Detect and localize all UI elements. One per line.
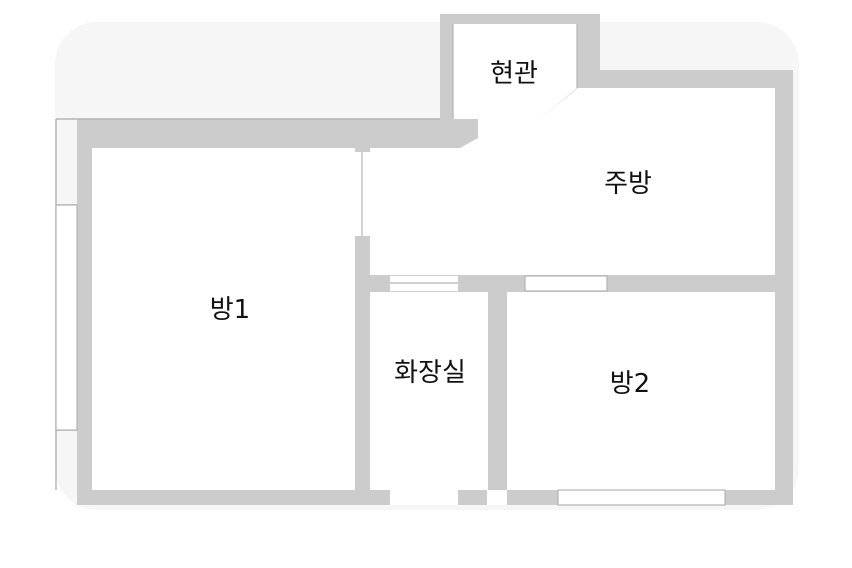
label-room2: 방2 [610,369,650,399]
label-entrance: 현관 [490,59,538,89]
label-bathroom: 화장실 [394,358,466,388]
label-kitchen: 주방 [604,169,652,199]
entrance-divider [452,24,578,119]
room-1 [92,148,355,490]
bathroom-bottom-gap [390,490,458,505]
window-room1-left [55,204,78,431]
window-room2-bottom [557,489,726,506]
room-entrance [453,24,577,119]
room2-left-window-gap [487,490,507,505]
label-room1: 방1 [210,295,250,325]
room-bathroom [370,292,488,490]
room-kitchen [370,88,775,275]
room-2 [507,292,775,490]
window-kitchen-bottom [524,275,608,292]
